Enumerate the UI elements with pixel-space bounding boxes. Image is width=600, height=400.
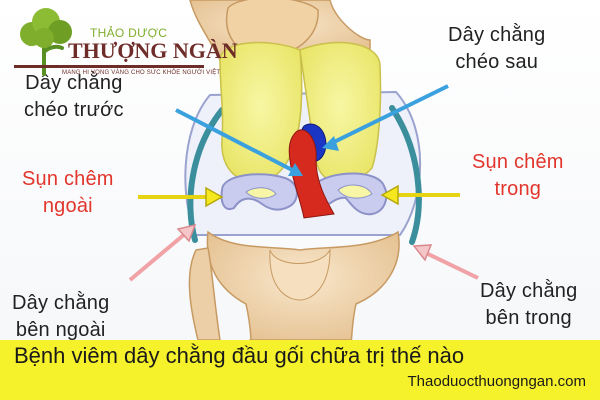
- label-medial-collateral: Dây chằng bên trong: [480, 278, 577, 332]
- tibial-tuberosity: [269, 248, 331, 301]
- arrow-lateral-collateral: [128, 223, 197, 282]
- label-lateral-meniscus-line2: ngoài: [42, 195, 93, 217]
- label-lateral-collateral-line1: Dây chằng: [12, 292, 110, 314]
- label-lateral-collateral: Dây chằng bên ngoài: [12, 290, 109, 344]
- brand-name: THƯỢNG NGÀN: [68, 38, 238, 63]
- label-medial-meniscus-line2: trong: [494, 178, 542, 200]
- banner-title: Bệnh viêm dây chằng đầu gối chữa trị thế…: [14, 343, 465, 368]
- arrow-lateral-meniscus: [138, 186, 224, 208]
- arrow-anterior-cruciate: [175, 108, 303, 176]
- label-medial-meniscus: Sụn chêm trong: [472, 149, 564, 203]
- title-banner: Bệnh viêm dây chằng đầu gối chữa trị thế…: [0, 340, 600, 400]
- anterior-cruciate-ligament: [288, 129, 335, 219]
- label-posterior-cruciate-line2: chéo sau: [455, 51, 539, 73]
- arrow-medial-meniscus: [380, 184, 460, 206]
- brand-divider: [14, 65, 204, 68]
- label-anterior-cruciate-line1: Dây chằng: [25, 72, 123, 94]
- label-posterior-cruciate-line1: Dây chằng: [448, 24, 546, 46]
- brand-top-text: THẢO DƯỢC: [90, 26, 168, 40]
- femur-notch: [225, 0, 319, 57]
- label-medial-collateral-line2: bên trong: [485, 307, 572, 329]
- label-lateral-collateral-line2: bên ngoài: [15, 319, 106, 341]
- label-anterior-cruciate-line2: chéo trước: [24, 99, 124, 121]
- brand-tagline: MANG HI VỌNG VÀNG CHO SỨC KHỎE NGƯỜI VIỆ…: [62, 70, 221, 76]
- label-anterior-cruciate: Dây chằng chéo trước: [24, 70, 124, 124]
- arrow-medial-collateral: [412, 244, 479, 280]
- label-lateral-meniscus-line1: Sụn chêm: [22, 168, 114, 190]
- tree-icon: [20, 8, 72, 76]
- femoral-cartilage-left: [219, 41, 303, 183]
- arrow-posterior-cruciate: [322, 84, 449, 151]
- label-lateral-meniscus: Sụn chêm ngoài: [22, 166, 114, 220]
- lateral-meniscus-inner: [245, 187, 277, 199]
- brand-logo[interactable]: THẢO DƯỢC THƯỢNG NGÀN MANG HI VỌNG VÀNG …: [8, 6, 238, 86]
- medial-collateral-ligament: [389, 105, 422, 245]
- label-medial-collateral-line1: Dây chằng: [480, 280, 578, 302]
- label-posterior-cruciate: Dây chằng chéo sau: [448, 22, 545, 76]
- label-medial-meniscus-line1: Sụn chêm: [472, 151, 564, 173]
- medial-meniscus-inner: [337, 184, 373, 199]
- site-url[interactable]: Thaoduocthuongngan.com: [407, 373, 586, 390]
